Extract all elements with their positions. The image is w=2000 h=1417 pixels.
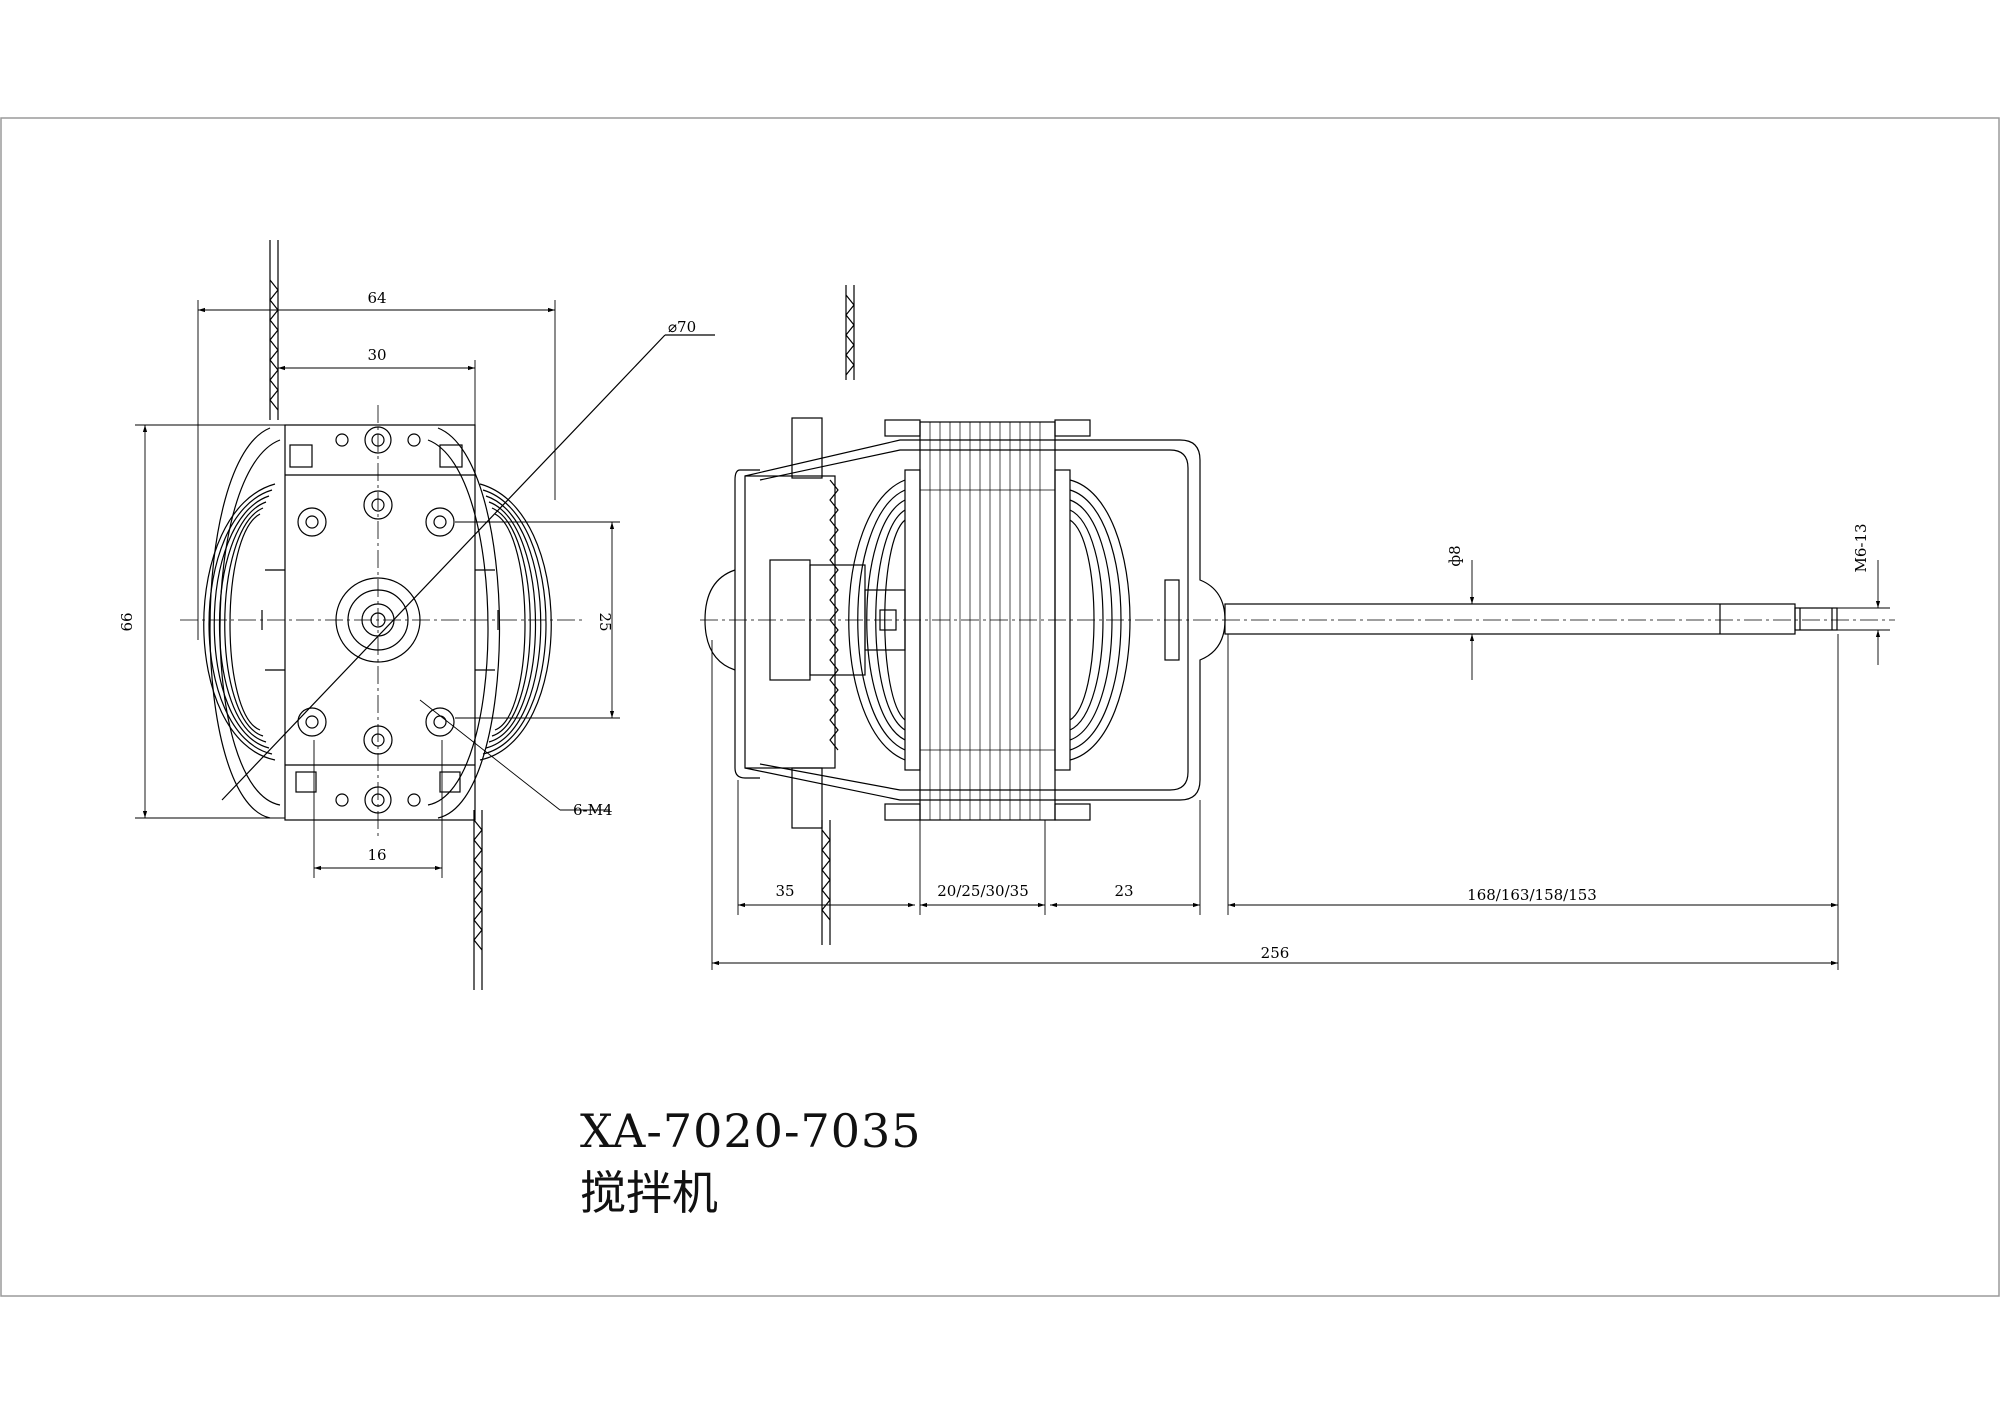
motor-shaft <box>1224 603 1796 635</box>
dim-height: 66 <box>118 612 136 631</box>
front-view <box>203 240 715 990</box>
front-frame <box>284 424 476 821</box>
dim-width-outer: 64 <box>367 289 386 307</box>
side-lead-wire <box>821 285 855 945</box>
laminations <box>920 422 1055 820</box>
sheet-border <box>0 117 2000 1297</box>
lead-wire-top <box>269 240 279 420</box>
front-centerlines <box>180 405 585 840</box>
dim-stack: 20/25/30/35 <box>937 882 1029 900</box>
front-dimensions <box>135 300 620 878</box>
dim-overall: 256 <box>1261 944 1290 962</box>
model-number: XA-7020-7035 <box>580 1104 922 1158</box>
right-coil <box>479 483 552 761</box>
side-dim-labels: 35 20/25/30/35 23 168/163/158/153 256 ф8… <box>775 523 1870 962</box>
mount-hole <box>297 507 327 537</box>
front-housing <box>209 427 500 819</box>
side-view <box>704 285 1838 945</box>
dim-shaft: 168/163/158/153 <box>1467 886 1597 904</box>
mount-hole <box>425 507 455 537</box>
product-name: 搅拌机 <box>580 1166 718 1220</box>
lead-wire-bottom <box>473 810 483 990</box>
side-dimensions <box>711 560 1890 970</box>
dim-diameter: ⌀70 <box>668 318 696 336</box>
title-block: XA-7020-7035 搅拌机 <box>580 1100 922 1224</box>
front-dim-labels: 64 30 ⌀70 66 25 16 6-M4 <box>118 289 696 864</box>
dim-bottom-width: 16 <box>367 846 386 864</box>
dim-shaft-dia: ф8 <box>1446 545 1464 566</box>
dim-holes: 6-M4 <box>573 801 613 819</box>
dim-front: 23 <box>1114 882 1133 900</box>
dim-rear: 35 <box>775 882 794 900</box>
rear-end-cap <box>734 469 760 779</box>
dim-thread: M6-13 <box>1852 523 1870 572</box>
dim-width-inner: 30 <box>367 346 386 364</box>
left-coil <box>203 483 276 761</box>
mount-hole <box>425 707 455 737</box>
mount-hole <box>297 707 327 737</box>
dim-hole-spacing: 25 <box>596 612 614 631</box>
